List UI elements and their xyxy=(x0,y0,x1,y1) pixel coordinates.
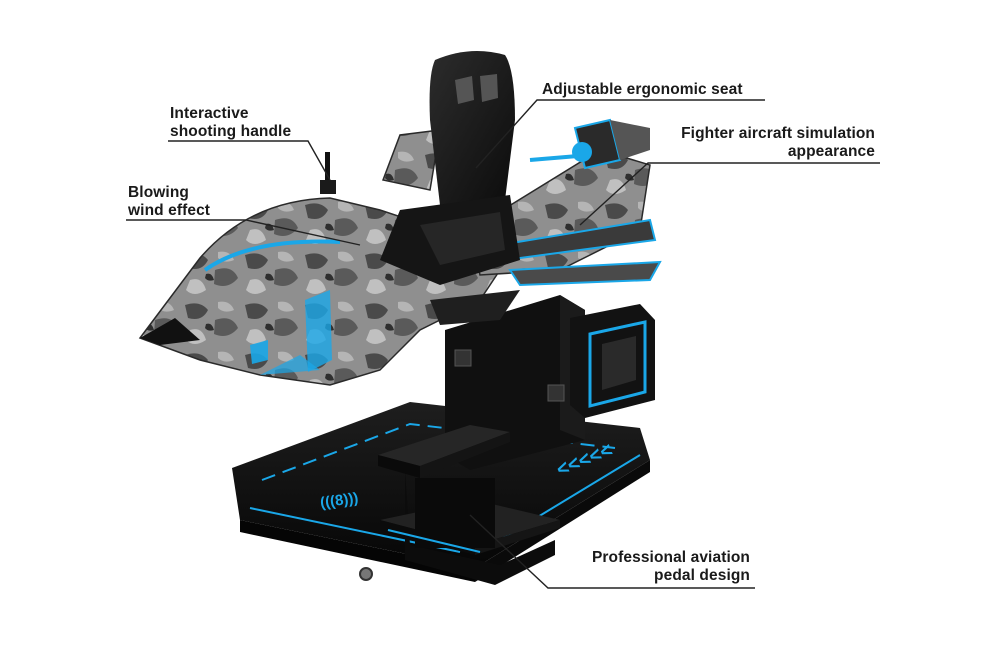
callout-wind-line1: Blowing xyxy=(128,184,189,201)
callout-handle-line1: Interactive xyxy=(170,105,249,122)
leader-lines xyxy=(126,99,880,589)
floor-marking: (((8))) xyxy=(319,490,359,512)
handle-leader-line xyxy=(168,140,331,181)
callout-pedal-design: Professional aviation pedal design xyxy=(592,549,750,585)
callout-wind-effect: Blowing wind effect xyxy=(128,184,210,220)
shooting-handle xyxy=(320,152,336,194)
wind-leader-line xyxy=(126,219,361,246)
pedal-unit xyxy=(378,425,560,585)
callout-seat-line1: Adjustable ergonomic seat xyxy=(542,81,743,98)
pedal-leader-line xyxy=(469,514,755,589)
callout-fighter-line1: Fighter aircraft simulation xyxy=(681,125,875,142)
callout-wind-line2: wind effect xyxy=(128,202,211,219)
callout-fighter-appearance: Fighter aircraft simulation appearance xyxy=(681,125,875,161)
callout-shooting-handle: Interactive shooting handle xyxy=(170,105,291,141)
callout-pedal-line1: Professional aviation xyxy=(591,549,750,566)
seat-leader-line xyxy=(475,99,765,169)
callout-seat: Adjustable ergonomic seat xyxy=(542,81,743,99)
fighter-leader-line xyxy=(579,162,880,226)
side-console xyxy=(570,304,655,418)
tail-fin xyxy=(381,129,441,191)
callout-handle-line2: shooting handle xyxy=(170,123,292,140)
callout-pedal-line2: pedal design xyxy=(654,567,750,584)
ergonomic-seat xyxy=(380,51,520,285)
callout-fighter-line2: appearance xyxy=(787,143,875,160)
